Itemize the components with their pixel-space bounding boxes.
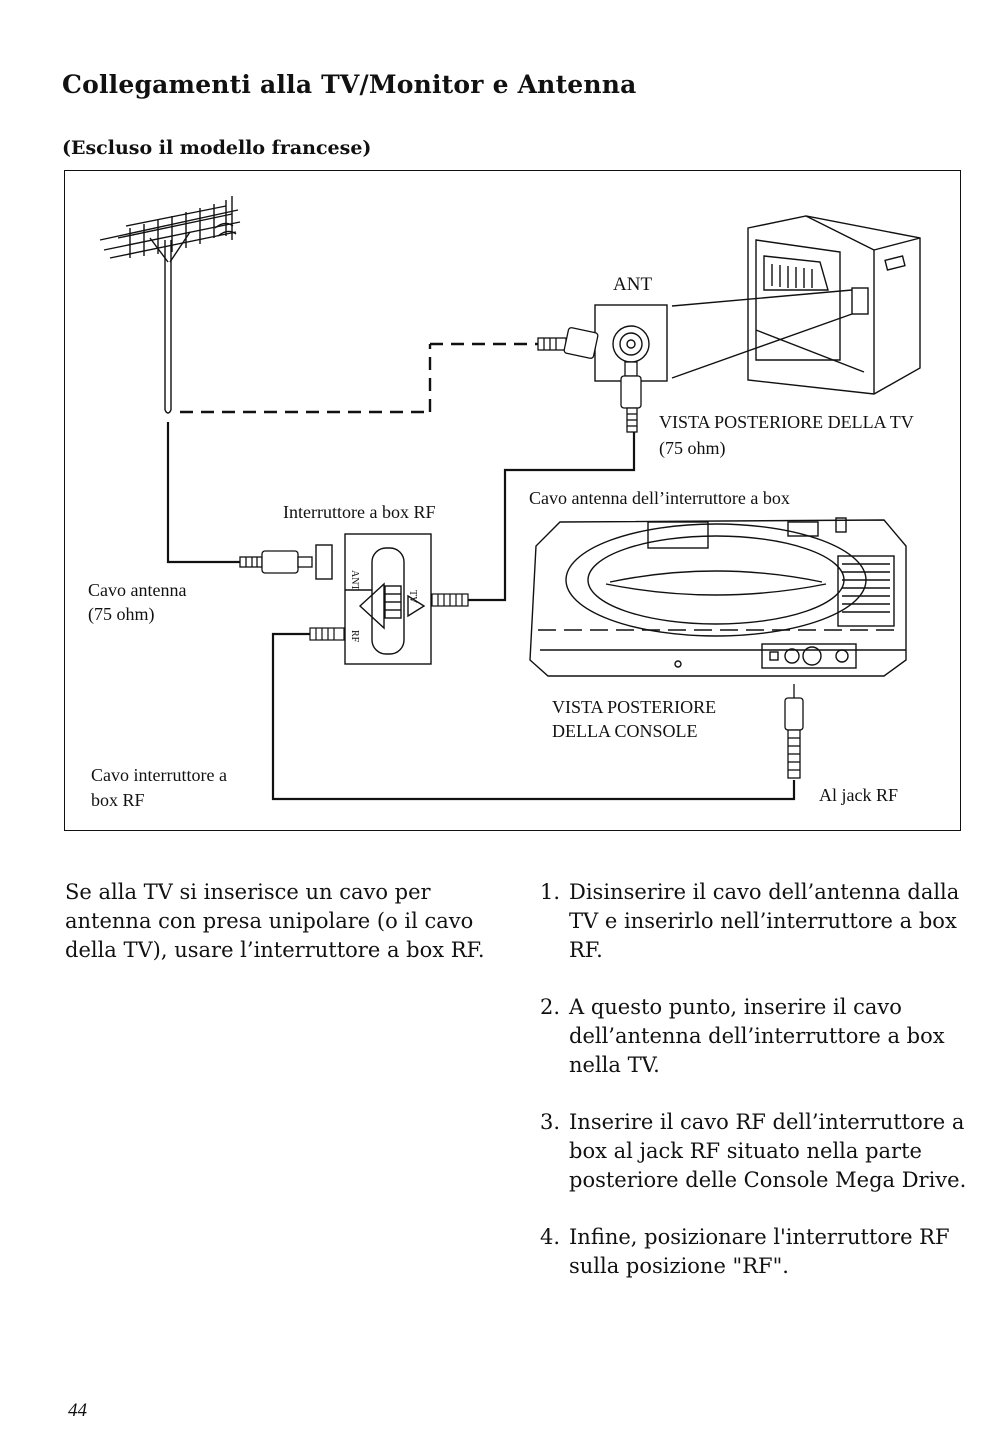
switch-tv-label: TV [407,590,418,604]
step-text: A questo punto, inserire il cavo dell’an… [569,995,945,1077]
switchbox-cable-label: Cavo antenna dell’interruttore a box [529,488,790,508]
rf-switch-cable-plug-icon [309,627,345,641]
page-subtitle: (Escluso il modello francese) [62,137,372,159]
rf-switch-box-icon [315,533,432,665]
switch-rf-label: RF [349,630,360,643]
switch-cable-label-line1: Cavo interruttore a [91,765,227,785]
step-number: 1. [540,880,561,904]
ant-label: ANT [613,274,652,295]
switchbox-output-plug-icon [431,593,469,607]
step-item: 1. Disinserire il cavo dell’antenna dalla… [540,878,980,965]
rf-jack-plug-icon [784,684,804,779]
tv-rear-label-line2: (75 ohm) [659,438,726,459]
rf-jack-label: Al jack RF [819,785,898,805]
antenna-cable-plug-icon [239,550,313,574]
step-number: 4. [540,1225,561,1249]
page-title: Collegamenti alla TV/Monitor e Antenna [62,70,637,99]
direct-antenna-cable-dashed [180,342,538,414]
diagram-frame [64,170,961,831]
switch-ant-label: ANT [349,570,360,591]
tv-rear-icon [671,215,921,395]
console-rear-label-line2: DELLA CONSOLE [552,721,698,741]
console-rear-label-line1: VISTA POSTERIORE [552,697,716,717]
rf-switch-cable [271,632,796,801]
ant-bottom-plug-icon [620,361,642,433]
console-rear-icon [529,517,907,677]
switchbox-label: Interruttore a box RF [283,502,435,522]
step-text: Disinserire il cavo dell’antenna dalla T… [569,880,960,962]
step-item: 4. Infine, posizionare l'interruttore RF … [540,1223,980,1281]
step-text: Infine, posizionare l'interruttore RF su… [569,1225,950,1278]
page-number: 44 [68,1400,87,1421]
antenna-cable-label-line2: (75 ohm) [88,604,155,625]
step-item: 3. Inserire il cavo RF dell’interruttore … [540,1108,980,1195]
step-number: 2. [540,995,561,1019]
tv-rear-label-line1: VISTA POSTERIORE DELLA TV [659,412,914,432]
antenna-cable-label-line1: Cavo antenna [88,580,186,600]
switchbox-antenna-cable [468,432,636,602]
antenna-icon [99,196,241,414]
switch-cable-label-line2: box RF [91,790,145,810]
step-number: 3. [540,1110,561,1134]
ant-dashed-plug-icon [537,327,599,359]
step-item: 2. A questo punto, inserire il cavo dell’… [540,993,980,1080]
instruction-steps: 1. Disinserire il cavo dell’antenna dalla… [540,878,980,1309]
step-text: Inserire il cavo RF dell’interruttore a … [569,1110,967,1192]
intro-paragraph: Se alla TV si inserisce un cavo per ante… [65,880,485,962]
antenna-cable [166,422,240,564]
